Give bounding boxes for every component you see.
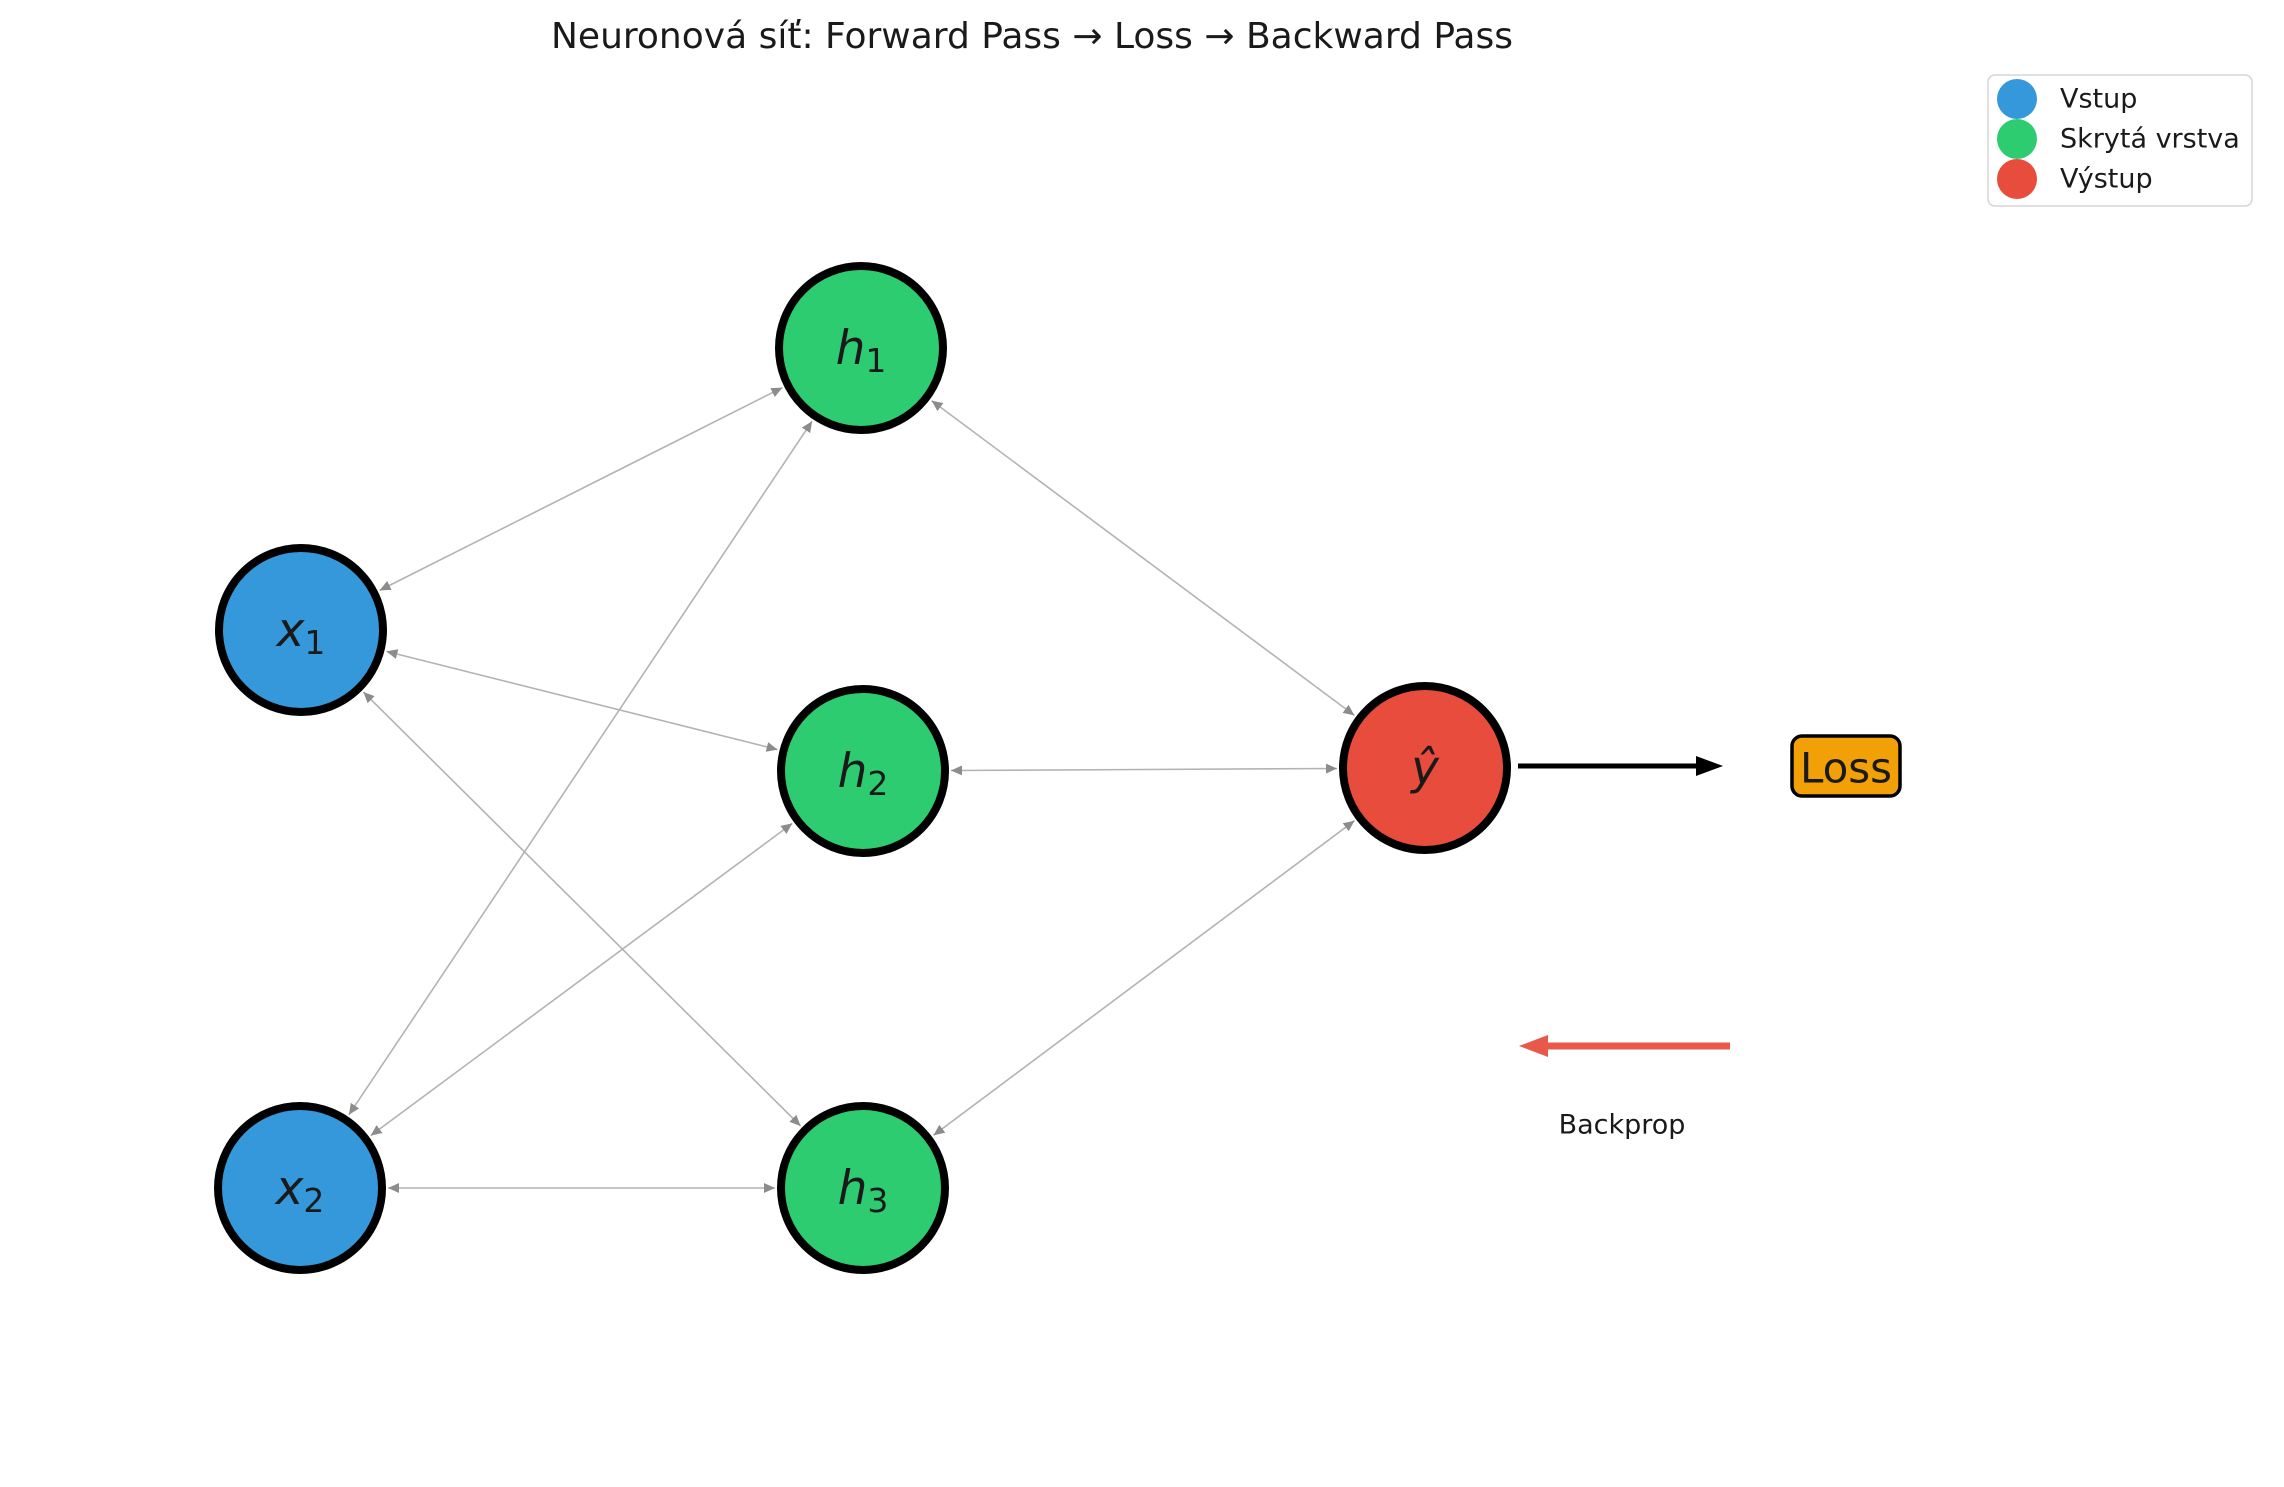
node-label-x1-sub: 1 [304,623,325,662]
node-x2 [214,1102,386,1274]
node-h3 [777,1102,949,1274]
node-label-yhat-base: ŷ [1409,741,1440,796]
edge-h2-yhat [950,763,1338,776]
edge-x2-h2 [370,822,793,1137]
node-label-x2: x2 [274,1161,325,1220]
node-x1 [215,544,387,716]
node-label-x2-base: x [274,1161,305,1216]
node-label-h3: h3 [838,1161,889,1220]
backprop-annotation: Backprop [1519,1035,1730,1141]
edge-group [348,386,1355,1193]
node-label-x2-sub: 2 [303,1181,324,1220]
diagram-title: Neuronová síť: Forward Pass → Loss → Bac… [551,16,1513,57]
node-label-h3-sub: 3 [867,1181,888,1220]
edge-x1-h1 [379,386,783,592]
loss-label: Loss [1800,744,1892,793]
node-label-h1: h1 [836,321,887,380]
node-label-h1-base: h [836,321,866,376]
node-label-h2: h2 [838,744,889,803]
node-yhat [1339,682,1511,854]
node-group: x1 x2 h1 h2 h3 ŷ [214,262,1511,1274]
loss-box [1790,734,1902,798]
legend-label-output: Výstup [2060,164,2153,195]
legend-box [1987,74,2253,207]
backprop-label: Backprop [1559,1110,1686,1141]
node-label-x1-base: x [275,603,306,658]
legend-swatch-hidden [1997,119,2037,159]
node-label-h3-base: h [838,1161,868,1216]
edge-h1-yhat [931,399,1355,717]
legend-label-input: Vstup [2060,84,2137,115]
edge-h3-yhat [933,820,1355,1136]
node-h1 [775,262,947,434]
node-label-x1: x1 [275,603,326,662]
node-h2 [777,685,949,857]
node-label-yhat: ŷ [1409,741,1440,796]
legend-swatch-input [1997,79,2037,119]
loss-annotation: Loss [1790,734,1902,798]
edge-x2-h1 [348,420,813,1116]
edge-x1-h2 [386,649,778,752]
legend-label-hidden: Skrytá vrstva [2060,124,2240,155]
node-label-h1-sub: 1 [865,341,886,380]
legend: Vstup Skrytá vrstva Výstup [1987,74,2253,207]
node-label-h2-base: h [838,744,868,799]
edge-x1-h3 [362,691,802,1127]
legend-swatch-output [1997,159,2037,199]
node-label-h2-sub: 2 [867,764,888,803]
